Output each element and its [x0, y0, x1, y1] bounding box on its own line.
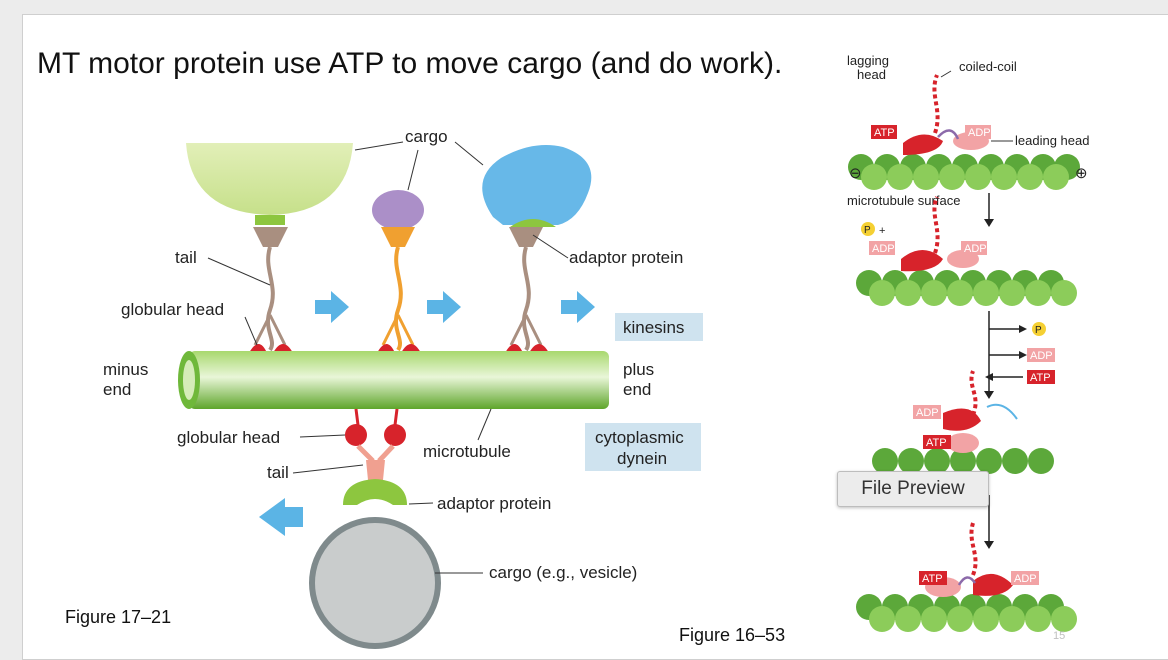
adaptor-cap [255, 215, 285, 225]
page-number: 15 [1053, 630, 1065, 642]
cargo-small [372, 190, 424, 230]
arrow-plus-icon [561, 291, 595, 323]
label-tail-bottom: tail [267, 463, 289, 482]
label-adaptor-top: adaptor protein [569, 248, 683, 267]
kinesin-right [505, 227, 549, 353]
label-coiled-coil: coiled-coil [959, 59, 1017, 74]
plus-tag: + [879, 225, 885, 237]
label-dynein-2: dynein [617, 449, 667, 468]
label-plus-end-1: plus [623, 360, 654, 379]
label-globular-head-bottom: globular head [177, 428, 280, 447]
cycle-step-2 [856, 196, 1077, 306]
motor-protein-diagram: cargo tail globular head adaptor protein… [103, 53, 1089, 649]
dynein-box [585, 423, 701, 471]
atp-tag: ATP [922, 573, 943, 585]
arrow-down-icon [984, 541, 994, 549]
adp-tag: ADP [964, 243, 987, 255]
cargo-blue [482, 145, 592, 225]
p-tag: P [864, 225, 871, 236]
kinesin-left [249, 227, 293, 353]
label-minus-end-2: end [103, 380, 131, 399]
adp-tag: ADP [1014, 573, 1037, 585]
atp-tag: ATP [1030, 372, 1051, 384]
label-plus-end-2: end [623, 380, 651, 399]
label-microtubule-surface: microtubule surface [847, 193, 960, 208]
vesicle [309, 517, 441, 649]
atp-tag: ATP [874, 127, 895, 139]
label-tail-top: tail [175, 248, 197, 267]
arrow-down-icon [984, 219, 994, 227]
arrow-minus-icon [259, 498, 303, 536]
atp-tag: ATP [926, 437, 947, 449]
label-globular-head-top: globular head [121, 300, 224, 319]
minus-icon: ⊖ [849, 165, 862, 182]
label-microtubule: microtubule [423, 442, 511, 461]
slide: MT motor protein use ATP to move cargo (… [22, 14, 1168, 660]
dynein [343, 408, 407, 505]
label-adaptor-bottom: adaptor protein [437, 494, 551, 513]
figure-label-left: Figure 17–21 [65, 607, 172, 627]
arrow-right-icon [985, 325, 1027, 381]
arrow-plus-icon [315, 291, 349, 323]
label-lagging-head-2: head [857, 67, 886, 82]
microtubule [189, 351, 609, 409]
label-vesicle: cargo (e.g., vesicle) [489, 563, 637, 582]
label-dynein-1: cytoplasmic [595, 428, 684, 447]
adp-tag: ADP [916, 407, 939, 419]
cargo-large [186, 143, 353, 215]
adp-tag: ADP [872, 243, 895, 255]
file-preview-tooltip: File Preview [837, 471, 989, 507]
kinesins-box [615, 313, 703, 341]
slide-title: MT motor protein use ATP to move cargo (… [37, 47, 783, 80]
plus-icon: ⊕ [1075, 165, 1088, 182]
arrow-plus-icon [427, 291, 461, 323]
cycle-step-4 [856, 522, 1077, 632]
cycle-step-1 [848, 74, 1080, 190]
adp-tag: ADP [1030, 350, 1053, 362]
label-lagging-head-1: lagging [847, 53, 889, 68]
arrow-down-icon [984, 391, 994, 399]
label-minus-end-1: minus [103, 360, 148, 379]
p-tag: P [1035, 325, 1042, 336]
microtubule-lumen [183, 360, 195, 400]
figure-label-right: Figure 16–53 [679, 625, 786, 645]
adp-tag: ADP [968, 127, 991, 139]
label-kinesins: kinesins [623, 318, 684, 337]
adaptor-cap [510, 219, 556, 227]
kinesin-middle [377, 227, 421, 353]
label-cargo: cargo [405, 127, 448, 146]
cycle-step-3 [872, 370, 1054, 474]
label-leading-head: leading head [1015, 133, 1089, 148]
